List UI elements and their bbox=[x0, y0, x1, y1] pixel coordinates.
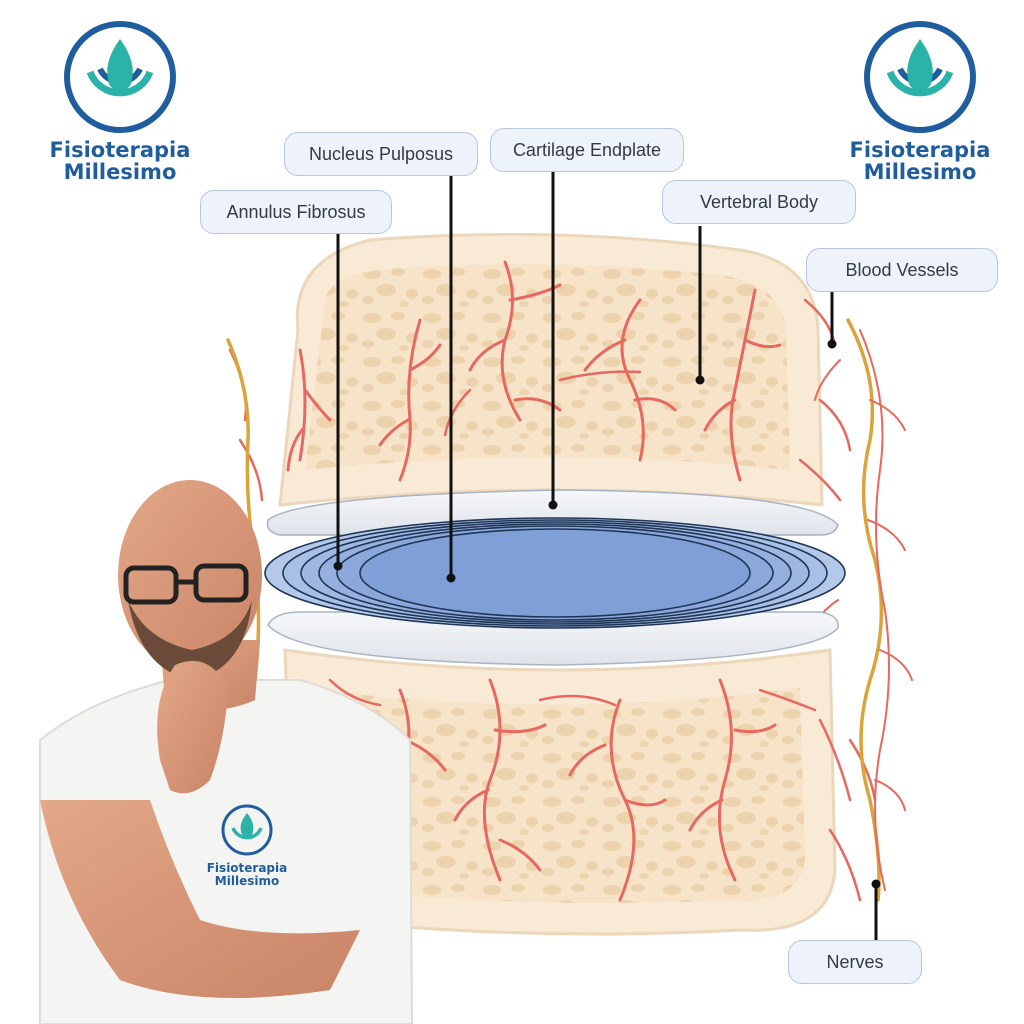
upper-vertebral-body bbox=[278, 232, 824, 507]
brand-line2: Millesimo bbox=[863, 160, 977, 184]
brand-line1: Fisioterapia bbox=[49, 138, 191, 162]
brand-name-right: Fisioterapia Millesimo bbox=[845, 139, 995, 183]
water-drop-logo-icon bbox=[221, 804, 273, 856]
label-nerves: Nerves bbox=[788, 940, 922, 984]
label-blood-vessels: Blood Vessels bbox=[806, 248, 998, 292]
shirt-brand-name: Fisioterapia Millesimo bbox=[202, 862, 292, 888]
brand-line2: Millesimo bbox=[63, 160, 177, 184]
brand-line2: Millesimo bbox=[214, 874, 280, 888]
brand-line1: Fisioterapia bbox=[849, 138, 991, 162]
nerve-icon bbox=[226, 318, 884, 902]
cartilage-endplate bbox=[266, 489, 839, 666]
label-nucleus-pulposus: Nucleus Pulposus bbox=[284, 132, 478, 176]
water-drop-logo-icon bbox=[64, 21, 176, 133]
brand-name-left: Fisioterapia Millesimo bbox=[45, 139, 195, 183]
water-drop-logo-icon bbox=[864, 21, 976, 133]
label-vertebral-body: Vertebral Body bbox=[662, 180, 856, 224]
lower-vertebral-body bbox=[283, 648, 837, 936]
person-photo bbox=[39, 480, 414, 1024]
leader-lines bbox=[336, 172, 878, 940]
nucleus-pulposus bbox=[359, 528, 751, 618]
brand-line1: Fisioterapia bbox=[206, 861, 288, 875]
label-annulus-fibrosus: Annulus Fibrosus bbox=[200, 190, 392, 234]
label-cartilage-endplate: Cartilage Endplate bbox=[490, 128, 684, 172]
vessel-icon bbox=[228, 260, 852, 502]
